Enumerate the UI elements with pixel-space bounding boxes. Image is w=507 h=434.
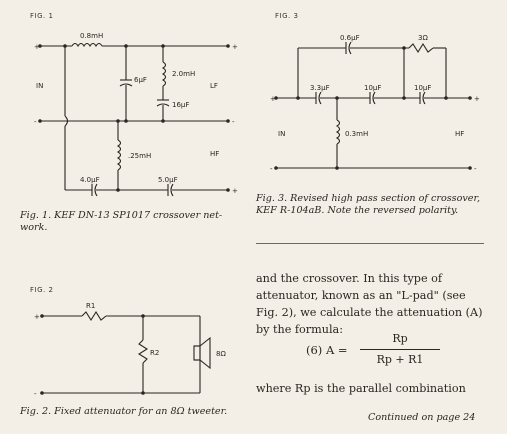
fig2-speaker-icon — [193, 336, 211, 370]
article-paragraph-1: and the crossover. In this type of atten… — [256, 272, 483, 336]
fig3-c1-label: 0.6μF — [340, 34, 360, 42]
fig1-minus-lf: - — [232, 118, 235, 126]
fig1-l1-label: 0.8mH — [80, 32, 103, 40]
fig3-c2-label: 3.3μF — [310, 84, 330, 92]
fig3-label: FIG. 3 — [275, 12, 299, 20]
fig2-caption: Fig. 2. Fixed attenuator for an 8Ω tweet… — [20, 406, 228, 417]
fig1-label: FIG. 1 — [30, 12, 54, 20]
fig1-l2-label: 2.0mH — [172, 70, 195, 78]
formula-denominator: Rp + R1 — [376, 353, 424, 366]
fig1-plus-lf: + — [232, 43, 238, 51]
fig3-minus-in: - — [270, 165, 273, 173]
formula: (6) A = Rp Rp + R1 — [306, 332, 486, 372]
fig1-in-label: IN — [36, 82, 43, 90]
fig1-hf-label: HF — [210, 150, 219, 158]
fig2-label: FIG. 2 — [30, 286, 54, 294]
fig3-r1-label: 3Ω — [418, 34, 428, 42]
fig1-c4-label: 5.0μF — [158, 176, 178, 184]
formula-fraction-bar — [360, 349, 440, 350]
fig2-minus: - — [34, 390, 37, 398]
article-paragraph-2: where Rp is the parallel combination — [256, 382, 466, 395]
fig3-plus-out: + — [474, 95, 480, 103]
fig3-caption: Fig. 3. Revised high pass section of cro… — [256, 193, 481, 216]
fig3-hf-label: HF — [455, 130, 464, 138]
fig3-minus-out: - — [474, 165, 477, 173]
fig3-divider — [256, 243, 484, 244]
fig1-lf-label: LF — [210, 82, 218, 90]
fig1-plus-top: + — [34, 43, 40, 51]
fig1-c1-label: 6μF — [134, 76, 147, 84]
formula-numerator: Rp — [392, 332, 408, 345]
fig1-caption: Fig. 1. KEF DN-13 SP1017 crossover net-w… — [20, 210, 223, 233]
fig1-c3-label: 4.0μF — [80, 176, 100, 184]
fig3-l1-label: 0.3mH — [345, 130, 368, 138]
fig2-r1-label: R1 — [86, 302, 95, 310]
fig3-in-label: IN — [278, 130, 285, 138]
fig3-c4-label: 10μF — [414, 84, 431, 92]
formula-prefix: (6) A = — [306, 343, 348, 357]
fig2-spk-label: 8Ω — [216, 350, 226, 358]
fig3-c3-label: 10μF — [364, 84, 381, 92]
fig2-r2-label: R2 — [150, 349, 159, 357]
fig2-plus: + — [34, 313, 40, 321]
fig1-minus: - — [34, 118, 37, 126]
fig1-c2-label: 16μF — [172, 101, 189, 109]
fig1-plus-hf: + — [232, 187, 238, 195]
continued-note: Continued on page 24 — [368, 412, 476, 423]
fig1-l3-label: .25mH — [128, 152, 151, 160]
fig3-plus-in: + — [270, 95, 276, 103]
